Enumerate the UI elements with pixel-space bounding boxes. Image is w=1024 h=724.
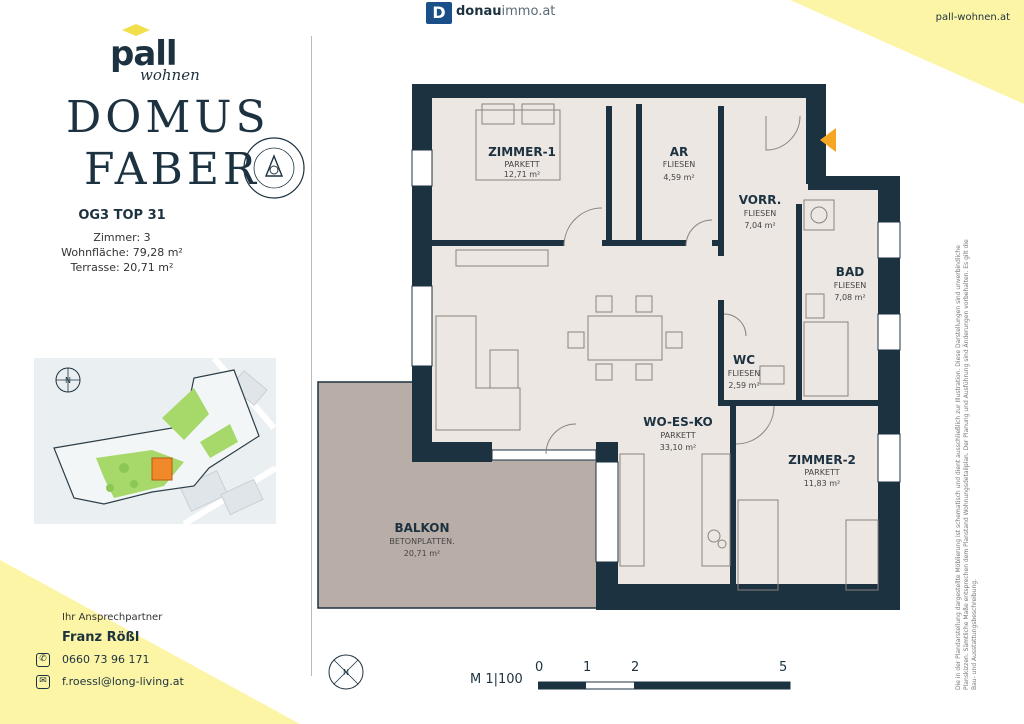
legal-disclaimer: Die in der Plandarstellung dargestellte … [955, 239, 978, 690]
scale-label: M 1|100 [470, 672, 523, 687]
room-floor: BETONPLATTEN. [389, 537, 454, 546]
contact-heading: Ihr Ansprechpartner [62, 612, 163, 623]
room-area: 2,59 m² [728, 381, 759, 390]
quality-seal-icon [243, 137, 305, 199]
room-floor: FLIESEN [834, 281, 867, 290]
project-title-line2: FABER [84, 144, 261, 195]
room-name: ZIMMER-1 [488, 145, 556, 159]
room-area: 33,10 m² [660, 443, 696, 452]
room-name: BAD [836, 265, 864, 279]
rooms-count: Zimmer: 3 [93, 231, 151, 244]
site-map-drawing [34, 356, 278, 527]
svg-text:N: N [65, 376, 71, 385]
svg-text:N: N [343, 668, 349, 677]
donauimmo-logo: D [426, 2, 452, 24]
contact-email[interactable]: f.roessl@long-living.at [62, 675, 184, 688]
floor-plan [317, 84, 901, 610]
panel-divider [311, 36, 312, 676]
terrace-area: Terrasse: 20,71 m² [70, 261, 174, 274]
unit-code: OG3 TOP 31 [78, 208, 166, 223]
room-name: BALKON [394, 521, 449, 535]
scale-tick: 1 [583, 660, 592, 675]
logo-diamond-icon [122, 24, 150, 36]
project-title-line1: DOMUS [66, 92, 270, 143]
room-area: 11,83 m² [804, 479, 840, 488]
entrance-marker-icon [820, 128, 836, 152]
contact-name: Franz Rößl [62, 630, 140, 645]
brand-name[interactable]: donauimmo.at [456, 4, 556, 19]
pall-logo-sub: wohnen [140, 66, 200, 84]
room-area: 7,08 m² [834, 293, 865, 302]
phone-icon: ✆ [36, 653, 50, 667]
room-area: 20,71 m² [404, 549, 440, 558]
contact-phone[interactable]: 0660 73 96 171 [62, 653, 150, 666]
compass-icon: N [328, 654, 364, 690]
room-name: WO-ES-KO [643, 415, 712, 429]
email-icon: ✉ [36, 675, 50, 689]
living-area: Wohnfläche: 79,28 m² [61, 246, 183, 259]
scale-tick: 0 [535, 660, 544, 675]
room-area: 7,04 m² [744, 221, 775, 230]
room-floor: FLIESEN [663, 160, 696, 169]
room-floor: PARKETT [804, 468, 839, 477]
website-url[interactable]: pall-wohnen.at [935, 12, 1010, 23]
scale-bar [538, 681, 791, 690]
room-floor: FLIESEN [744, 209, 777, 218]
room-area: 4,59 m² [663, 173, 694, 182]
room-name: ZIMMER-2 [788, 453, 856, 467]
room-name: AR [670, 145, 689, 159]
room-area: 12,71 m² [504, 170, 540, 179]
room-floor: FLIESEN [728, 369, 761, 378]
room-labels: ZIMMER-1 PARKETT 12,71 m² AR FLIESEN 4,5… [389, 145, 867, 558]
north-arrow-icon: N [55, 367, 81, 393]
room-floor: PARKETT [504, 160, 539, 169]
pall-logo: pall [110, 34, 178, 74]
scale-tick: 2 [631, 660, 640, 675]
room-name: WC [733, 353, 755, 367]
scale-tick: 5 [779, 660, 788, 675]
room-name: VORR. [739, 193, 782, 207]
room-floor: PARKETT [660, 431, 695, 440]
site-location-map: N [34, 356, 278, 527]
